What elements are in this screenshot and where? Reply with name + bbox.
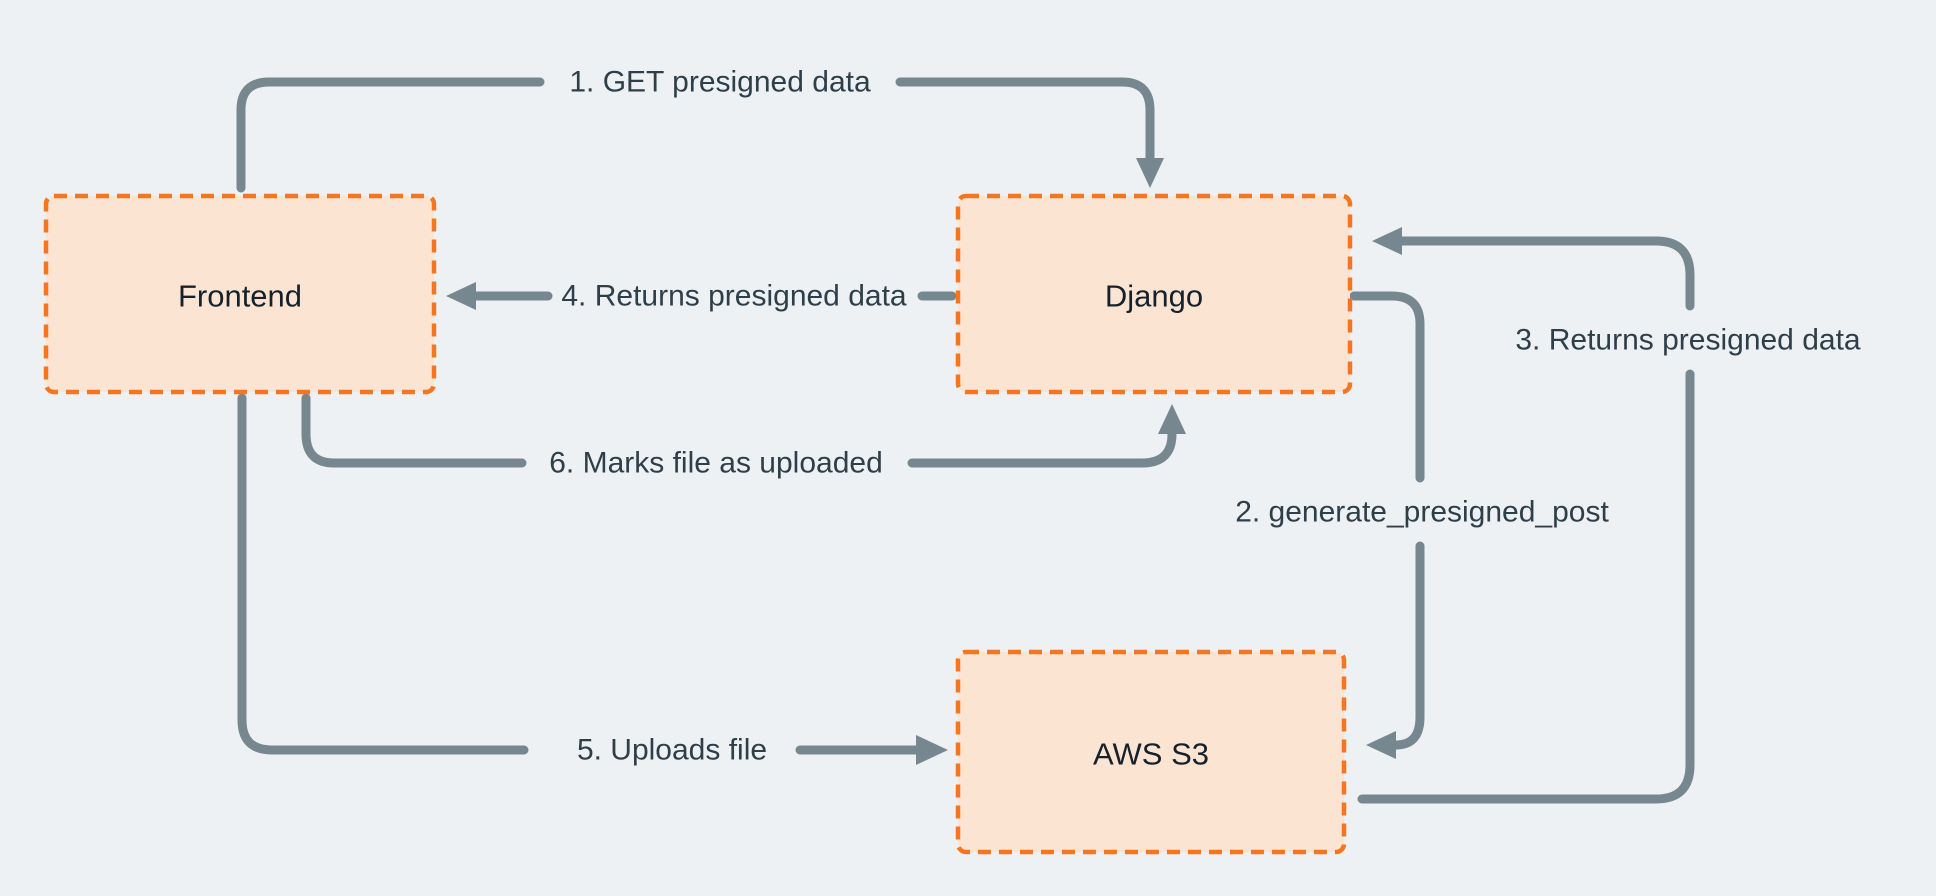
node-frontend: Frontend bbox=[43, 193, 437, 395]
edge-line bbox=[1391, 541, 1425, 750]
edge-label: 2. generate_presigned_post bbox=[1235, 496, 1609, 529]
edge-line bbox=[236, 77, 545, 193]
node-aws-s3-label: AWS S3 bbox=[1093, 737, 1209, 772]
node-aws-s3-box bbox=[955, 649, 1347, 855]
edge-marks-file-as-uploaded: 6. Marks file as uploaded bbox=[301, 393, 1186, 480]
arrowhead-left-icon bbox=[1366, 731, 1396, 759]
edge-line bbox=[1349, 291, 1425, 483]
node-frontend-label: Frontend bbox=[178, 279, 302, 314]
edge-label: 1. GET presigned data bbox=[569, 66, 871, 99]
edge-line bbox=[301, 393, 527, 468]
node-django: Django bbox=[955, 193, 1353, 395]
edge-get-presigned-data: 1. GET presigned data bbox=[236, 66, 1164, 193]
edge-line bbox=[237, 393, 529, 755]
edge-label: 5. Uploads file bbox=[577, 734, 767, 767]
node-django-box bbox=[955, 193, 1353, 395]
arrowhead-up-icon bbox=[1158, 404, 1186, 434]
arrowhead-left-icon bbox=[1372, 227, 1402, 255]
edge-uploads-file: 5. Uploads file bbox=[237, 393, 948, 767]
arrowhead-right-icon bbox=[916, 735, 948, 765]
edge-returns-presigned-data-to-django: 3. Returns presigned data bbox=[1357, 227, 1861, 804]
node-django-label: Django bbox=[1105, 279, 1203, 314]
arrowhead-down-icon bbox=[1136, 158, 1164, 188]
node-frontend-box bbox=[43, 193, 437, 395]
edge-returns-presigned-data-to-frontend: 4. Returns presigned data bbox=[446, 280, 957, 313]
node-aws-s3: AWS S3 bbox=[955, 649, 1347, 855]
edge-label: 3. Returns presigned data bbox=[1515, 324, 1861, 357]
arrowhead-left-icon bbox=[446, 282, 476, 310]
edge-label: 6. Marks file as uploaded bbox=[549, 447, 883, 480]
edge-generate-presigned-post: 2. generate_presigned_post bbox=[1235, 291, 1609, 759]
edge-label: 4. Returns presigned data bbox=[561, 280, 907, 313]
edge-line bbox=[907, 429, 1177, 468]
edge-line bbox=[1397, 236, 1695, 311]
edge-line bbox=[1357, 369, 1695, 804]
edge-line bbox=[895, 77, 1155, 163]
